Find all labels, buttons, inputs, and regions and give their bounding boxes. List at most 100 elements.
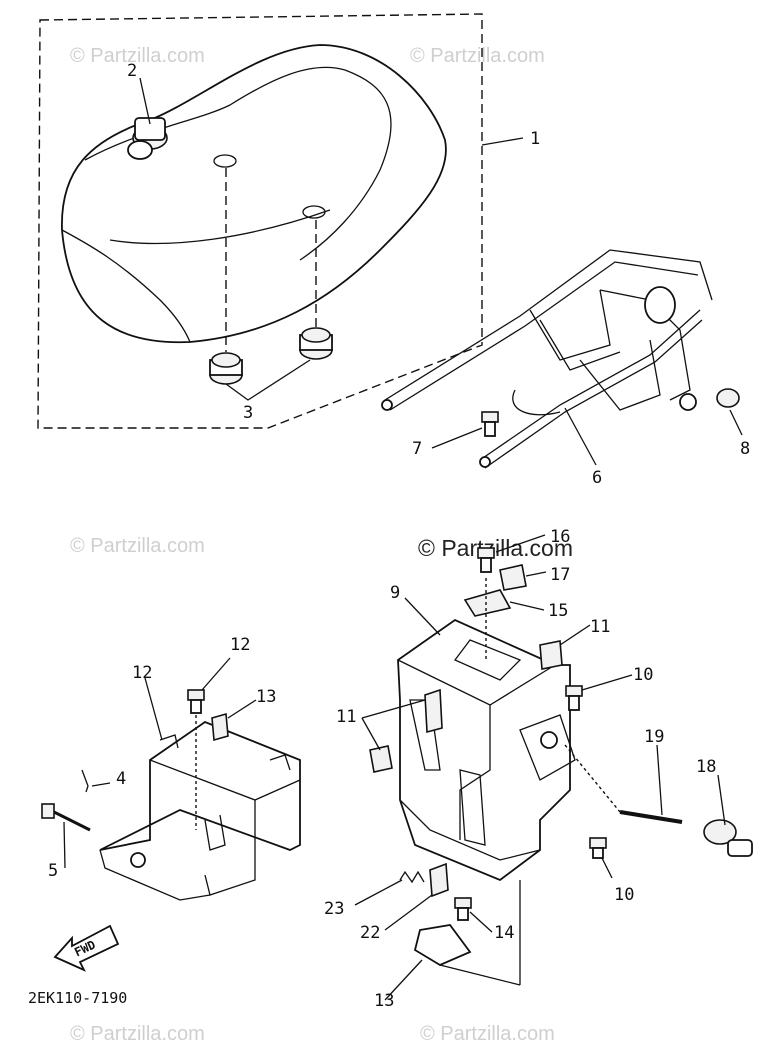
frame-plate — [519, 714, 576, 781]
leader — [656, 744, 663, 816]
frame-cutout — [453, 639, 522, 681]
leader — [469, 911, 493, 933]
carrier-rack — [381, 249, 743, 469]
callout-19: 17 — [550, 565, 570, 585]
drawing-code: 2EK110-7190 — [28, 989, 127, 1007]
watermark-main: © Partzilla.com — [418, 535, 573, 561]
callout-10: 10 — [633, 665, 653, 685]
leader — [354, 879, 403, 906]
battery-box-body — [99, 720, 301, 851]
spring — [399, 870, 425, 884]
callout-21: 19 — [644, 727, 664, 747]
mount-line — [564, 744, 621, 813]
callout-7: 7 — [412, 439, 422, 459]
leader — [729, 409, 743, 436]
assembly-boundary — [37, 13, 483, 429]
pad — [369, 745, 393, 773]
frame-edge — [459, 705, 491, 840]
battery-box-tab — [269, 754, 291, 771]
seat-lock — [127, 117, 168, 160]
bolt — [565, 685, 583, 711]
battery-box-hole — [130, 852, 146, 868]
watermark: © Partzilla.com — [410, 45, 545, 67]
rack-bracket — [599, 289, 691, 401]
leader — [559, 624, 591, 646]
leader — [384, 894, 433, 931]
leader — [63, 821, 66, 869]
leader — [225, 359, 311, 401]
bolt — [187, 689, 205, 714]
damper — [299, 327, 333, 360]
callout-20: 18 — [696, 757, 716, 777]
bolt — [454, 897, 472, 921]
rack-bracket — [579, 339, 661, 411]
leader — [601, 857, 613, 879]
leader — [91, 782, 111, 787]
callout-10: 10 — [614, 885, 634, 905]
leader — [717, 774, 726, 826]
battery-box-edge — [204, 800, 256, 896]
callout-11: 11 — [336, 707, 356, 727]
rack-mount — [679, 393, 697, 411]
link — [429, 862, 449, 898]
callout-12: 12 — [132, 663, 152, 683]
callouts: 2 1 3 7 6 8 16 17 9 15 11 12 10 12 13 11… — [48, 61, 750, 1011]
callout-17: 15 — [548, 601, 568, 621]
seat-contour — [84, 66, 392, 261]
pad — [211, 712, 229, 742]
damper — [209, 352, 243, 385]
clip — [499, 564, 527, 591]
frame-hole — [540, 731, 558, 749]
seat — [61, 44, 447, 344]
leader — [509, 601, 545, 611]
rack-end — [479, 456, 491, 468]
bolt — [477, 547, 495, 573]
leader — [481, 137, 524, 146]
shaft — [619, 810, 683, 824]
rack-frame — [529, 289, 611, 361]
callout-11: 11 — [590, 617, 610, 637]
long-bolt — [41, 803, 91, 832]
rack-rail — [479, 309, 701, 461]
pad — [539, 640, 563, 670]
fwd-arrow: FWD — [53, 924, 120, 972]
callout-13: 13 — [256, 687, 276, 707]
rack-frame — [539, 319, 621, 371]
seat-contour — [109, 209, 331, 245]
cap-nut — [716, 388, 740, 408]
leader — [139, 77, 151, 125]
watermark: © Partzilla.com — [70, 535, 205, 557]
leader — [564, 407, 597, 466]
leader — [431, 427, 483, 449]
leader — [227, 699, 257, 719]
rack-end — [381, 399, 393, 411]
mount-hole — [213, 154, 237, 168]
seat-edge — [61, 229, 191, 343]
bolt — [589, 837, 607, 859]
callout-5: 5 — [48, 861, 58, 881]
callout-1: 1 — [530, 129, 540, 149]
seat-assembly — [37, 13, 524, 429]
leader — [525, 571, 547, 577]
frame-base — [399, 799, 541, 861]
rack-rail — [484, 319, 703, 469]
leader — [581, 674, 633, 691]
bracket — [413, 924, 472, 967]
rack-hook — [512, 389, 561, 416]
leader — [495, 534, 546, 553]
callout-8: 8 — [740, 439, 750, 459]
callout-6: 6 — [592, 468, 602, 488]
leader — [144, 677, 163, 741]
callout-23: 23 — [324, 899, 344, 919]
watermark: © Partzilla.com — [70, 1023, 205, 1045]
leader — [361, 699, 426, 751]
rack-rail — [384, 249, 713, 401]
clip — [81, 769, 89, 793]
leader — [404, 597, 441, 636]
pad — [424, 688, 443, 734]
watermark: © Partzilla.com — [70, 45, 205, 67]
rack-mount — [644, 286, 676, 324]
battery-box-base — [99, 849, 211, 901]
